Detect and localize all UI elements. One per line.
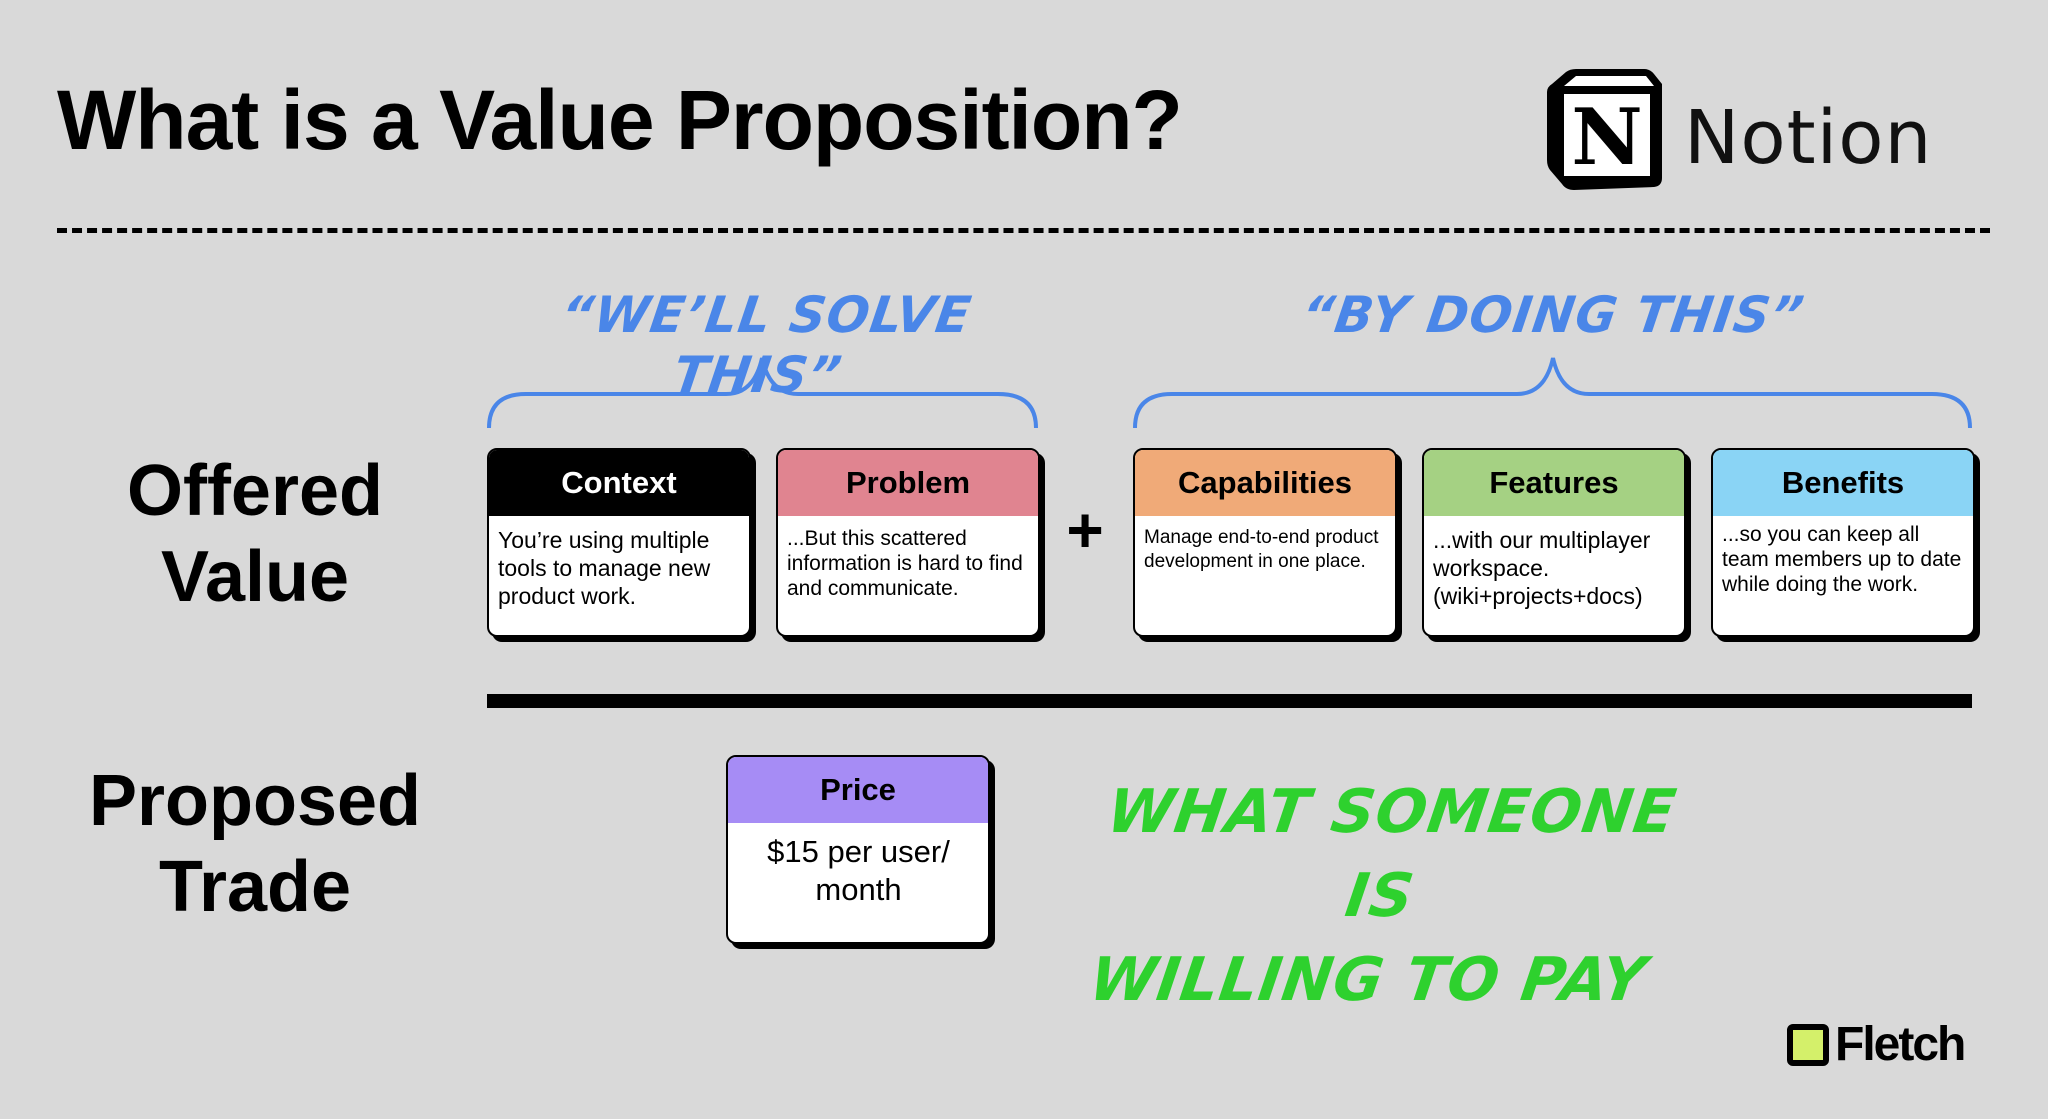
fletch-wordmark: Fletch xyxy=(1835,1018,1966,1071)
card-body: $15 per user/ month xyxy=(767,834,950,907)
doing-annotation: “By doing this” xyxy=(1297,286,1809,344)
card-capabilities: Capabilities Manage end-to-end product d… xyxy=(1133,448,1397,637)
plus-icon: + xyxy=(1066,494,1104,566)
card-problem: Problem ...But this scattered informatio… xyxy=(776,448,1040,637)
pay-line1: What someone is xyxy=(1102,777,1681,931)
fletch-logo: Fletch xyxy=(1787,1018,1966,1071)
notion-logo: N Notion xyxy=(1544,66,1931,196)
card-body: ...with our multiplayer workspace. (wiki… xyxy=(1433,527,1651,609)
fletch-square-icon xyxy=(1787,1024,1829,1066)
card-body: You’re using multiple tools to manage ne… xyxy=(498,527,711,609)
card-body: Manage end-to-end product development in… xyxy=(1144,527,1379,572)
card-title: Problem xyxy=(778,450,1038,516)
pay-line2: willing to pay xyxy=(1085,945,1652,1015)
card-features: Features ...with our multiplayer workspa… xyxy=(1422,448,1686,637)
card-title: Features xyxy=(1424,450,1684,516)
notion-cube-icon: N xyxy=(1547,69,1662,190)
card-body: ...so you can keep all team members up t… xyxy=(1722,523,1962,596)
card-title: Context xyxy=(489,450,749,516)
brace-doing-icon xyxy=(1133,357,1972,429)
offered-label-line1: Offered xyxy=(126,451,384,531)
card-title: Price xyxy=(728,757,988,823)
header-divider xyxy=(57,228,1990,233)
proposed-label-line1: Proposed xyxy=(88,761,422,841)
card-title: Benefits xyxy=(1713,450,1973,516)
card-price: Price $15 per user/ month xyxy=(726,755,990,944)
willing-to-pay-annotation: What someone is willing to pay xyxy=(1052,770,1707,1022)
notion-wordmark: Notion xyxy=(1684,95,1933,181)
page-title: What is a Value Proposition? xyxy=(57,73,1183,167)
card-title: Capabilities xyxy=(1135,450,1395,516)
card-context: Context You’re using multiple tools to m… xyxy=(487,448,751,637)
svg-text:N: N xyxy=(1571,92,1642,183)
offered-label-line2: Value xyxy=(160,537,350,617)
brace-solve-icon xyxy=(487,357,1038,429)
offered-value-label: Offered Value xyxy=(60,448,450,620)
value-trade-divider xyxy=(487,694,1972,708)
card-body: ...But this scattered information is har… xyxy=(787,527,1023,600)
proposed-trade-label: Proposed Trade xyxy=(60,758,450,930)
card-benefits: Benefits ...so you can keep all team mem… xyxy=(1711,448,1975,637)
proposed-label-line2: Trade xyxy=(158,847,352,927)
